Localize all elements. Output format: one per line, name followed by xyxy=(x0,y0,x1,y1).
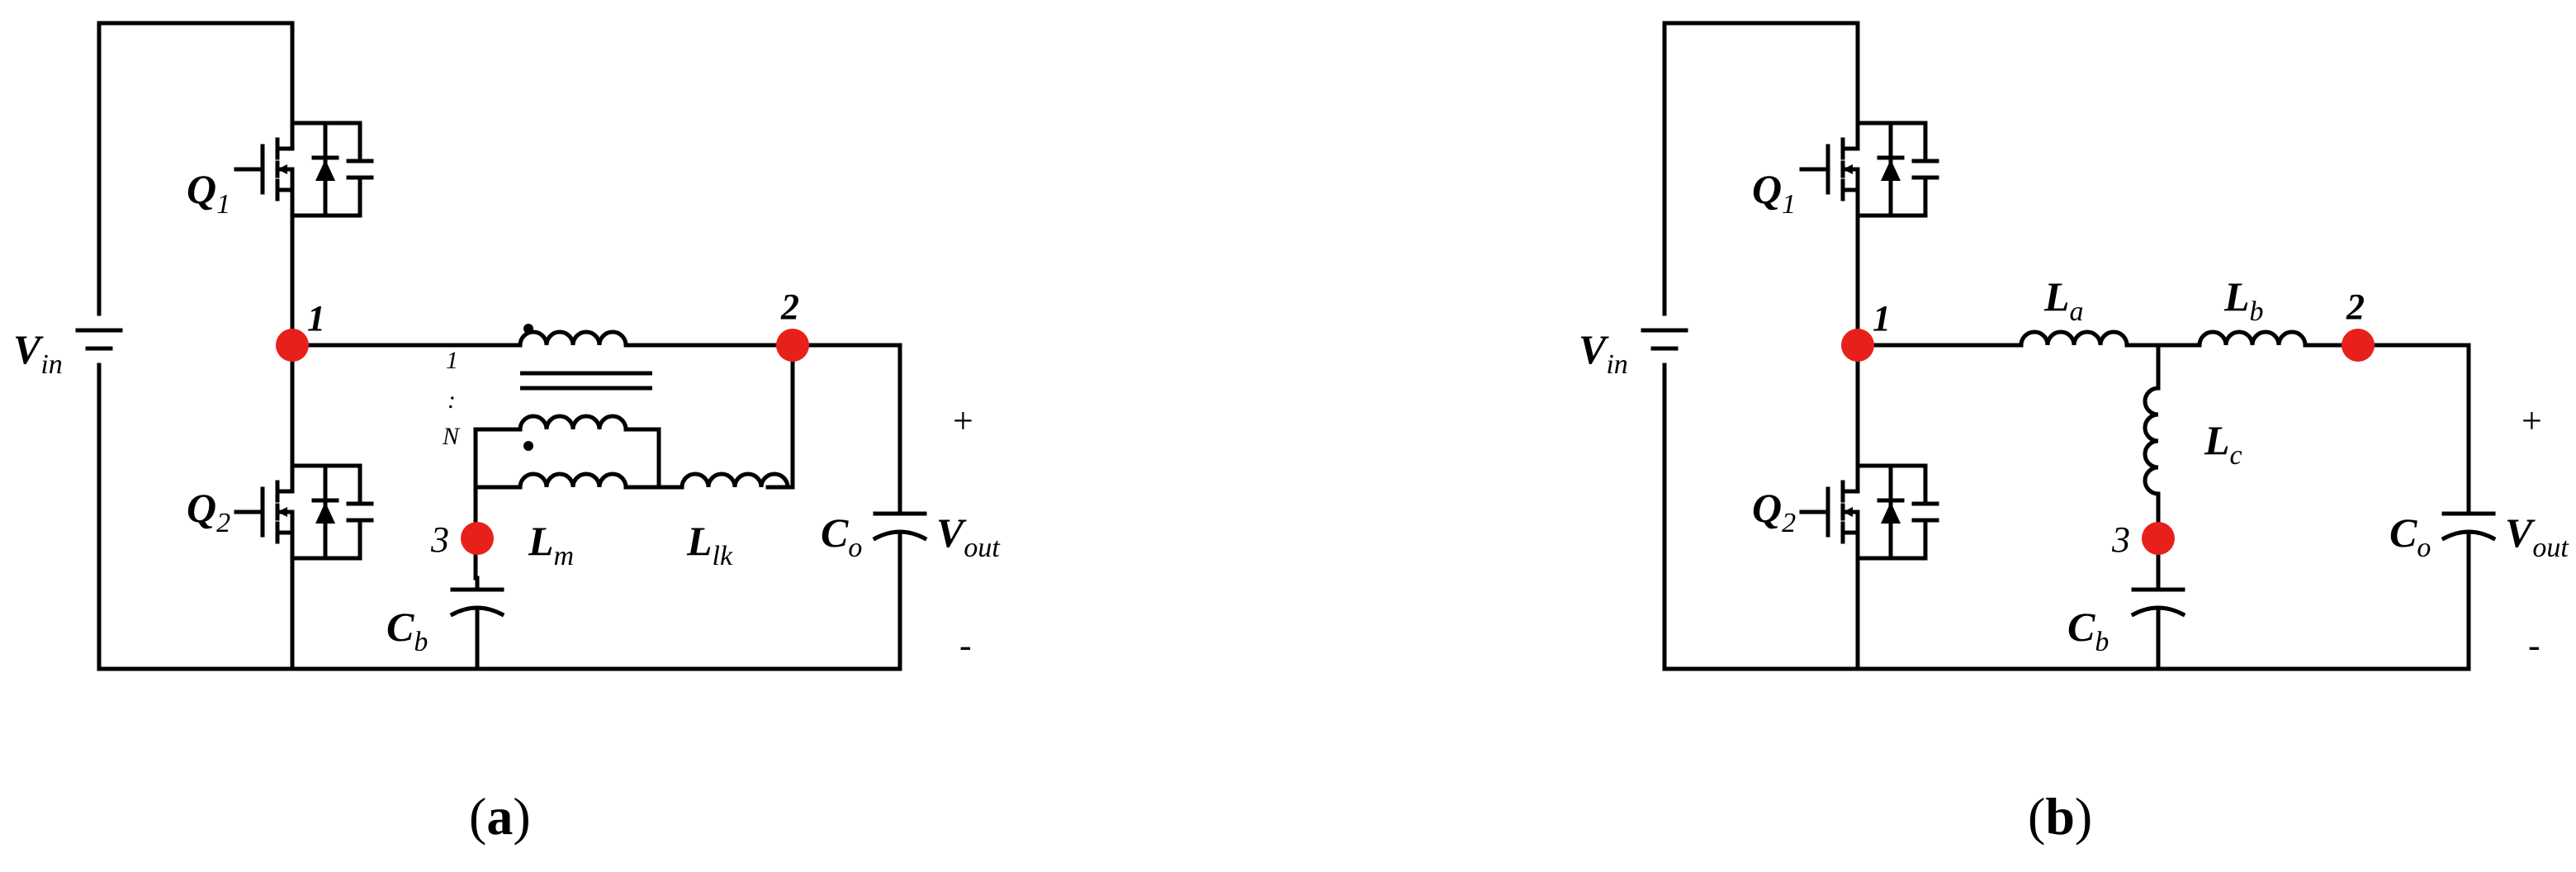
capacitor-cb-a xyxy=(449,587,505,618)
capacitor-co-a xyxy=(872,511,928,542)
label-plus-a: + xyxy=(953,400,973,441)
label-vin-b: Vin xyxy=(1579,326,1628,380)
label-q2-a: Q2 xyxy=(187,485,230,538)
label-q1-b: Q1 xyxy=(1752,166,1796,220)
label-minus-a: - xyxy=(959,625,972,666)
caption-b: (b) xyxy=(2028,787,2092,846)
label-vout-a: Vout xyxy=(936,509,1001,563)
wiring-a xyxy=(97,21,902,671)
transformer-primary-winding xyxy=(520,332,626,345)
label-turns-ratio-top: 1 xyxy=(446,347,458,374)
label-node-2-a: 2 xyxy=(780,287,799,327)
label-cb-b: Cb xyxy=(2067,604,2109,657)
node-3-marker-b xyxy=(2142,522,2175,555)
node-3-marker-a xyxy=(461,522,494,555)
label-node-3-b: 3 xyxy=(2111,519,2130,560)
label-cb-a: Cb xyxy=(386,604,428,657)
label-minus-b: - xyxy=(2528,625,2540,666)
label-turns-ratio-bottom: N xyxy=(442,423,461,450)
label-plus-b: + xyxy=(2522,400,2542,441)
polarity-dot-secondary xyxy=(523,441,533,451)
capacitor-cb-b xyxy=(2130,587,2186,618)
caption-a: (a) xyxy=(469,787,531,846)
label-q1-a: Q1 xyxy=(187,166,230,220)
polarity-dot-primary xyxy=(523,324,533,334)
panel-b: Vin Q1 Q2 1 2 3 La Lb Lc Cb Co Vout + - … xyxy=(1579,21,2569,846)
transformer-secondary-winding xyxy=(520,416,626,429)
capacitor-co-b xyxy=(2441,511,2497,542)
label-node-1-b: 1 xyxy=(1873,298,1891,339)
mosfet-q1-b xyxy=(1802,107,1937,231)
inductor-lm-a xyxy=(520,474,626,487)
label-co-b: Co xyxy=(2389,509,2431,563)
label-node-1-a: 1 xyxy=(307,298,325,339)
inductor-lc-b xyxy=(2145,388,2158,494)
label-llk-a: Llk xyxy=(686,518,733,571)
panel-a: Vin Q1 Q2 1 2 3 1 : N Lm Llk Cb Co Vout … xyxy=(13,21,1001,846)
label-lc-b: Lc xyxy=(2204,417,2242,471)
mosfet-q1-a xyxy=(236,107,372,231)
node-2-marker-b xyxy=(2342,329,2375,362)
mosfet-q2-b xyxy=(1802,450,1937,574)
label-turns-ratio-colon: : xyxy=(447,386,456,414)
label-q2-b: Q2 xyxy=(1752,485,1796,538)
label-node-2-b: 2 xyxy=(2346,287,2365,327)
mosfet-q2-a xyxy=(236,450,372,574)
inductor-la-b xyxy=(2021,332,2127,345)
label-co-a: Co xyxy=(821,509,862,563)
label-vin-a: Vin xyxy=(13,326,63,380)
label-node-3-a: 3 xyxy=(430,519,449,560)
node-1-marker-a xyxy=(276,329,309,362)
inductor-lb-b xyxy=(2200,332,2305,345)
vin-source-a xyxy=(75,328,123,351)
label-la-b: La xyxy=(2043,273,2084,327)
node-1-marker-b xyxy=(1841,329,1874,362)
vin-source-b xyxy=(1641,328,1688,351)
transformer-a xyxy=(520,324,652,451)
label-lm-a: Lm xyxy=(528,518,574,571)
label-vout-b: Vout xyxy=(2505,509,2569,563)
node-2-marker-a xyxy=(776,329,809,362)
wiring-b xyxy=(1662,21,2471,671)
label-lb-b: Lb xyxy=(2223,273,2264,327)
